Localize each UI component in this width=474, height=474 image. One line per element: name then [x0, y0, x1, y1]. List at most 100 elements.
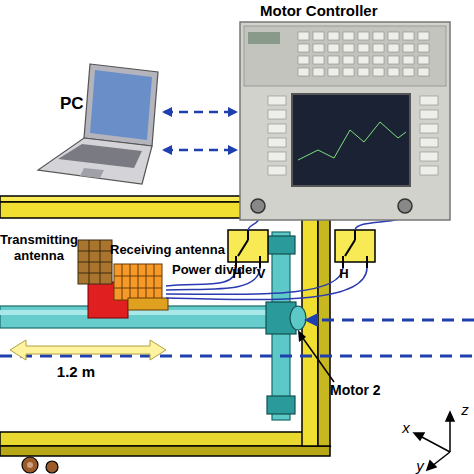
- instrument-key: [298, 44, 309, 52]
- instrument-key: [373, 68, 384, 76]
- laptop-keyboard: [58, 144, 142, 168]
- instrument-key: [268, 152, 286, 161]
- instrument-key: [418, 32, 429, 40]
- instrument-panel: [244, 26, 446, 86]
- instrument-key: [418, 44, 429, 52]
- transmitting-antenna: [78, 240, 112, 284]
- arrow-head: [304, 313, 318, 327]
- part-label: Transmitting antenna: [0, 232, 78, 264]
- instrument-key: [373, 56, 384, 64]
- instrument-key: [358, 32, 369, 40]
- frame-post-side: [318, 202, 330, 446]
- instrument-key: [268, 138, 286, 147]
- instrument-key: [403, 56, 414, 64]
- wheel: [46, 461, 58, 473]
- instrument-key: [388, 68, 399, 76]
- dashed-guide: [0, 355, 474, 358]
- dimension-label: 1.2 m: [46, 364, 106, 380]
- instrument-key: [420, 138, 438, 147]
- instrument-key: [328, 32, 339, 40]
- instrument-screen: [292, 94, 410, 186]
- instrument-key: [358, 56, 369, 64]
- node-outline: [30, 60, 162, 190]
- axis-label: y: [414, 458, 426, 474]
- instrument-key: [268, 96, 286, 105]
- node-label: Motor Controller: [260, 2, 378, 19]
- motor-controller: Motor Controller: [238, 0, 472, 224]
- instrument-key: [420, 152, 438, 161]
- instrument-key: [343, 56, 354, 64]
- instrument-key: [268, 110, 286, 119]
- base-platform: [0, 432, 330, 446]
- instrument-key: [373, 44, 384, 52]
- instrument-key: [418, 56, 429, 64]
- instrument-key: [268, 166, 286, 175]
- screen-trace: [298, 122, 406, 160]
- wheel: [22, 457, 38, 473]
- instrument-key: [420, 166, 438, 175]
- laptop-base: [38, 138, 152, 184]
- part-label: Motor 2: [330, 382, 400, 398]
- instrument-key: [328, 44, 339, 52]
- leader-line: [300, 334, 334, 382]
- motor-cylinder: [290, 306, 306, 330]
- instrument-key: [358, 44, 369, 52]
- instrument-key: [418, 68, 429, 76]
- arrow-head: [298, 330, 306, 342]
- instrument-key: [328, 68, 339, 76]
- wheel-hub: [27, 462, 33, 468]
- instrument-key: [358, 68, 369, 76]
- port-label: V: [254, 266, 268, 282]
- instrument-key: [313, 32, 324, 40]
- dashed-link-arrow: [164, 111, 236, 114]
- instrument-key: [268, 124, 286, 133]
- instrument-key: [298, 56, 309, 64]
- instrument-key: [343, 44, 354, 52]
- pc-laptop: PC: [30, 60, 162, 190]
- node-outline: [238, 0, 472, 224]
- instrument-key: [403, 44, 414, 52]
- instrument-key: [420, 96, 438, 105]
- dashed-link-arrow: [164, 149, 236, 152]
- instrument-key: [313, 68, 324, 76]
- instrument-key: [343, 32, 354, 40]
- instrument-key: [373, 32, 384, 40]
- switch-box: [335, 230, 375, 268]
- rf-port: [398, 199, 412, 213]
- instrument-key: [403, 32, 414, 40]
- power-divider: [128, 298, 168, 310]
- instrument-key: [298, 32, 309, 40]
- rail-clamp: [267, 236, 295, 254]
- instrument-key: [420, 124, 438, 133]
- axis-label: x: [400, 420, 412, 436]
- dashed-guide: [312, 319, 474, 322]
- instrument-key: [420, 110, 438, 119]
- instrument-key: [388, 56, 399, 64]
- node-label: PC: [60, 94, 84, 114]
- instrument-key: [388, 32, 399, 40]
- instrument-key: [313, 44, 324, 52]
- base-platform-edge: [0, 446, 330, 456]
- instrument-key: [313, 56, 324, 64]
- dimension-arrow: [10, 340, 166, 360]
- instrument-key: [343, 68, 354, 76]
- receiving-antenna: [114, 264, 162, 300]
- port-label: H: [230, 266, 244, 282]
- instrument-key: [388, 44, 399, 52]
- instrument-key: [328, 56, 339, 64]
- rf-port: [251, 199, 265, 213]
- axis-label: z: [459, 402, 471, 418]
- laptop-screen: [90, 70, 152, 140]
- part-label: Receiving antenna: [110, 242, 240, 258]
- rail-clamp: [267, 396, 295, 414]
- laptop-touchpad: [80, 168, 104, 178]
- instrument-display: [248, 32, 280, 44]
- instrument-body: [240, 22, 450, 220]
- instrument-key: [403, 68, 414, 76]
- laptop-screen-frame: [84, 64, 158, 146]
- frame-post: [302, 218, 318, 446]
- rail-highlight: [0, 310, 276, 315]
- instrument-key: [298, 68, 309, 76]
